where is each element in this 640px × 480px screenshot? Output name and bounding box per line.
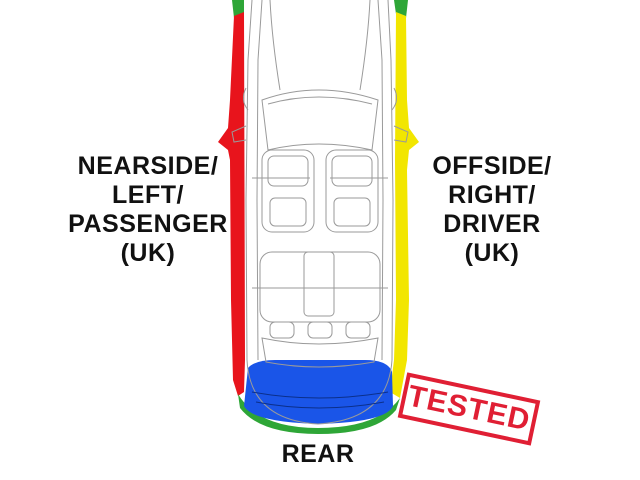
car-outline — [231, 0, 409, 425]
rear-blue-section — [244, 360, 393, 424]
rear-green-border — [238, 394, 400, 434]
left-side-red-strip — [218, 12, 245, 396]
left-label-line-2: LEFT/ — [112, 181, 184, 209]
rear-bumper-lines — [251, 391, 389, 409]
right-label-line-1: OFFSIDE/ — [432, 152, 552, 180]
left-label-line-3: PASSENGER — [68, 210, 228, 238]
right-label-line-2: RIGHT/ — [448, 181, 536, 209]
offside-right-driver-label: OFFSIDE/ RIGHT/ DRIVER (UK) — [420, 152, 564, 268]
rear-label: REAR — [281, 440, 355, 468]
left-label-line-4: (UK) — [120, 239, 176, 267]
right-side-yellow-strip — [390, 12, 419, 398]
left-label-line-1: NEARSIDE/ — [77, 152, 219, 180]
right-label-line-3: DRIVER — [443, 210, 541, 238]
right-label-line-4: (UK) — [464, 239, 520, 267]
nearside-left-passenger-label: NEARSIDE/ LEFT/ PASSENGER (UK) — [60, 152, 236, 268]
